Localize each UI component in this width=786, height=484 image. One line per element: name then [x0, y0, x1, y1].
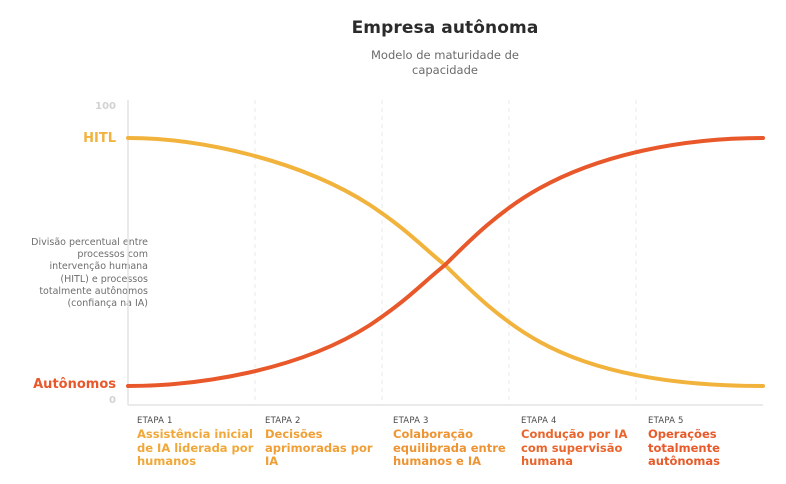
chart-subtitle: Modelo de maturidade de capacidade — [371, 48, 519, 77]
stage-5-name: Operações totalmente autônomas — [648, 427, 721, 468]
stage-1-name: Assistência inicial de IA liderada por h… — [137, 427, 254, 468]
stage-4-name: Condução por IA com supervisão humana — [521, 427, 628, 468]
y-tick-0: 0 — [109, 395, 116, 406]
series-label-autonomos: Autônomos — [33, 377, 116, 392]
stage-1: ETAPA 1 Assistência inicial de IA lidera… — [137, 416, 259, 469]
stage-3-name: Colaboração equilibrada entre humanos e … — [393, 427, 506, 468]
chart-title: Empresa autônoma — [351, 18, 539, 38]
stage-5-number: ETAPA 5 — [648, 416, 684, 426]
series-label-hitl: HITL — [83, 131, 116, 146]
y-axis-label: Divisão percentual entre processos com i… — [31, 237, 148, 310]
stage-3: ETAPA 3 Colaboração equilibrada entre hu… — [393, 416, 515, 469]
stage-1-number: ETAPA 1 — [137, 416, 173, 426]
stage-4-number: ETAPA 4 — [521, 416, 557, 426]
stage-2: ETAPA 2 Decisões aprimoradas por IA — [265, 416, 375, 469]
stage-2-name: Decisões aprimoradas por IA — [265, 427, 373, 468]
stage-4: ETAPA 4 Condução por IA com supervisão h… — [521, 416, 643, 469]
stage-3-number: ETAPA 3 — [393, 416, 429, 426]
y-tick-100: 100 — [95, 101, 116, 112]
autonomos-line — [126, 136, 765, 388]
stage-5: ETAPA 5 Operações totalmente autônomas — [648, 416, 748, 469]
stage-2-number: ETAPA 2 — [265, 416, 301, 426]
